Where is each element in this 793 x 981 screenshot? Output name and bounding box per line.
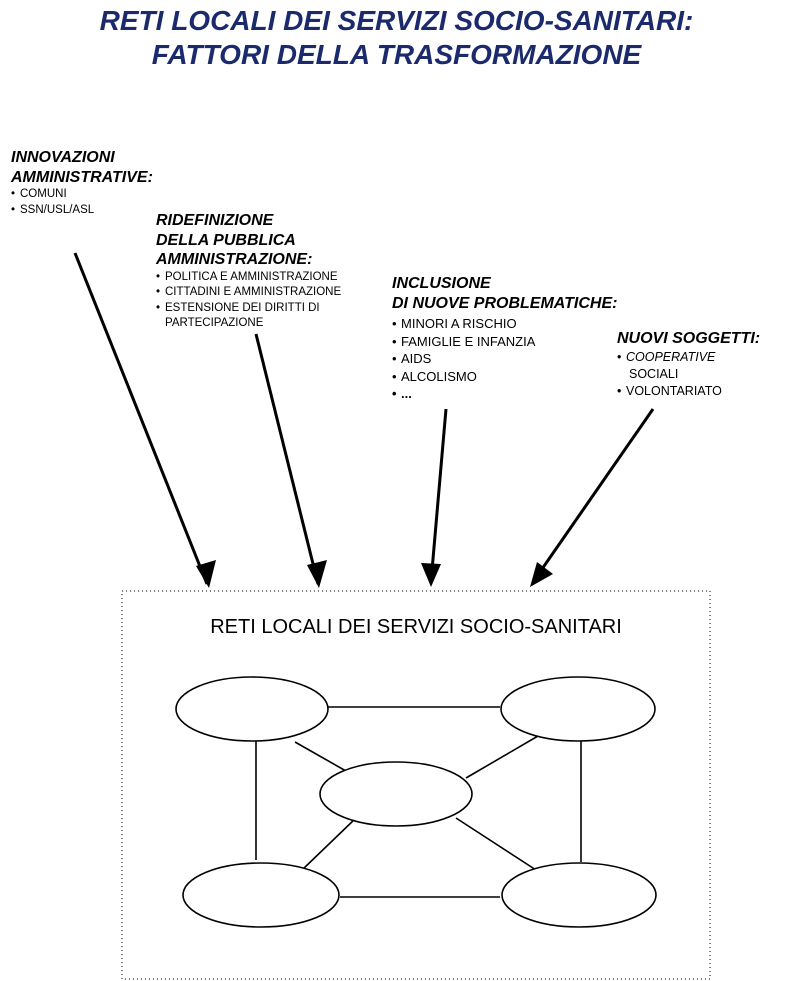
factor-item: • COMUNI xyxy=(11,187,153,203)
factor-item: • MINORI A RISCHIO xyxy=(392,315,617,333)
factor-item: •ALCOLISMO xyxy=(392,368,617,386)
factor-item-text: SSN/USL/ASL xyxy=(20,203,95,216)
bullet-icon: • xyxy=(156,270,161,283)
factor-item-text: AIDS xyxy=(401,351,432,366)
factor-item-text: ESTENSIONE DEI DIRITTI DI xyxy=(165,301,320,314)
network-node-top-right xyxy=(500,676,656,742)
factor-item: • ESTENSIONE DEI DIRITTI DI xyxy=(156,301,341,317)
link-center-top-left xyxy=(294,741,347,772)
factor-item-continuation: PARTECIPAZIONE xyxy=(156,316,341,332)
factor-ridefinizione-pa: RIDEFINIZIONE DELLA PUBBLICA AMMINISTRAZ… xyxy=(156,211,341,332)
factor-heading-line: AMMINISTRATIVE: xyxy=(11,168,153,186)
factor-item-text: ALCOLISMO xyxy=(401,368,477,384)
factor-item-text: SOCIALI xyxy=(629,366,679,381)
title-line-2: FATTORI DELLA TRASFORMAZIONE xyxy=(151,39,642,70)
link-center-top-right xyxy=(465,735,539,779)
factor-item-text: ... xyxy=(401,386,412,401)
factor-heading-line: DELLA PUBBLICA xyxy=(156,231,296,249)
factor-heading: NUOVI SOGGETTI: xyxy=(617,329,760,349)
factor-item-text: COMUNI xyxy=(20,188,67,200)
factor-item: • VOLONTARIATO xyxy=(617,383,760,400)
factor-item-text: COOPERATIVE xyxy=(626,349,716,364)
factor-item-text: POLITICA E AMMINISTRAZIONE xyxy=(165,270,338,283)
factor-item-text: VOLONTARIATO xyxy=(626,383,722,398)
network-links xyxy=(255,706,582,898)
link-center-bottom-right xyxy=(455,817,537,871)
bullet-icon: • xyxy=(156,286,161,298)
factor-heading-line: NUOVI SOGGETTI: xyxy=(617,330,761,347)
page-title: RETI LOCALI DEI SERVIZI SOCIO-SANITARI: … xyxy=(0,4,793,72)
factor-item: • SSN/USL/ASL xyxy=(11,203,153,219)
bullet-icon: • xyxy=(11,188,16,200)
network-node-bottom-right xyxy=(501,862,657,928)
network-node-bottom-left xyxy=(182,862,340,928)
bullet-icon: • xyxy=(392,386,397,401)
bullet-icon: • xyxy=(11,203,16,216)
bullet-icon: • xyxy=(617,383,622,398)
arrowhead-icon xyxy=(421,563,441,587)
influence-arrows xyxy=(73,252,655,588)
factor-item: •FAMIGLIE E INFANZIA xyxy=(392,333,617,351)
factor-heading: RIDEFINIZIONE DELLA PUBBLICA AMMINISTRAZ… xyxy=(156,211,341,270)
factor-item-list: •MINORI A RISCHIO •FAMIGLIE E INFANZIA •… xyxy=(392,315,617,403)
factor-item-list: • POLITICA E AMMINISTRAZIONE • CITTADINI E… xyxy=(156,270,341,332)
bullet-icon: • xyxy=(392,351,397,366)
network-node-top-left xyxy=(175,676,329,742)
factor-item-text: PARTECIPAZIONE xyxy=(165,317,264,329)
network-node-center xyxy=(319,761,473,827)
factor-heading: INNOVAZIONI AMMINISTRATIVE: xyxy=(11,148,153,187)
factor-item-text: MINORI A RISCHIO xyxy=(401,316,517,331)
factor-item: • POLITICA E AMMINISTRAZIONE xyxy=(156,270,341,286)
factor-heading-line: DI NUOVE PROBLEMATICHE: xyxy=(392,294,618,312)
factor-item-continuation: SOCIALI xyxy=(617,366,760,383)
factor-item: •... xyxy=(392,385,617,403)
factor-nuovi-soggetti: NUOVI SOGGETTI: • COOPERATIVE SOCIALI • VO… xyxy=(617,329,760,400)
factor-heading-line: INNOVAZIONI xyxy=(11,149,115,166)
arrowhead-icon xyxy=(307,560,327,588)
factor-heading-line: AMMINISTRAZIONE: xyxy=(156,251,313,268)
factor-item-list: • COMUNI • SSN/USL/ASL xyxy=(11,187,153,218)
factor-item-text: FAMIGLIE E INFANZIA xyxy=(401,333,536,349)
arrowhead-icon xyxy=(530,562,553,587)
bullet-icon: • xyxy=(392,368,397,384)
network-title: RETI LOCALI DEI SERVIZI SOCIO-SANITARI xyxy=(210,616,622,638)
factor-heading-line: INCLUSIONE xyxy=(392,275,491,292)
factor-heading-line: RIDEFINIZIONE xyxy=(156,212,274,229)
arrow-innovazioni xyxy=(73,252,209,585)
bullet-icon: • xyxy=(392,316,397,331)
factor-innovazioni-amministrative: INNOVAZIONI AMMINISTRATIVE: • COMUNI • SSN… xyxy=(11,148,153,218)
factor-item-text: CITTADINI E AMMINISTRAZIONE xyxy=(165,286,342,298)
bullet-icon: • xyxy=(392,333,397,349)
factor-inclusione-problematiche: INCLUSIONE DI NUOVE PROBLEMATICHE: • MINO… xyxy=(392,274,617,403)
bullet-icon: • xyxy=(156,301,161,314)
factor-item: • COOPERATIVE xyxy=(617,349,760,366)
link-center-bottom-left xyxy=(301,817,357,871)
network-nodes xyxy=(175,676,657,928)
arrowhead-icon xyxy=(196,560,216,588)
factor-item: • AIDS xyxy=(392,350,617,368)
arrow-ridefinizione xyxy=(254,333,320,585)
title-line-1: RETI LOCALI DEI SERVIZI SOCIO-SANITARI: xyxy=(99,5,694,36)
factor-item-list: • COOPERATIVE SOCIALI • VOLONTARIATO xyxy=(617,349,760,400)
factor-heading: INCLUSIONE DI NUOVE PROBLEMATICHE: xyxy=(392,274,617,313)
factor-item: • CITTADINI E AMMINISTRAZIONE xyxy=(156,285,341,301)
arrow-nuovi-soggetti xyxy=(531,408,655,583)
arrow-inclusione xyxy=(429,408,448,583)
bullet-icon: • xyxy=(617,349,622,364)
